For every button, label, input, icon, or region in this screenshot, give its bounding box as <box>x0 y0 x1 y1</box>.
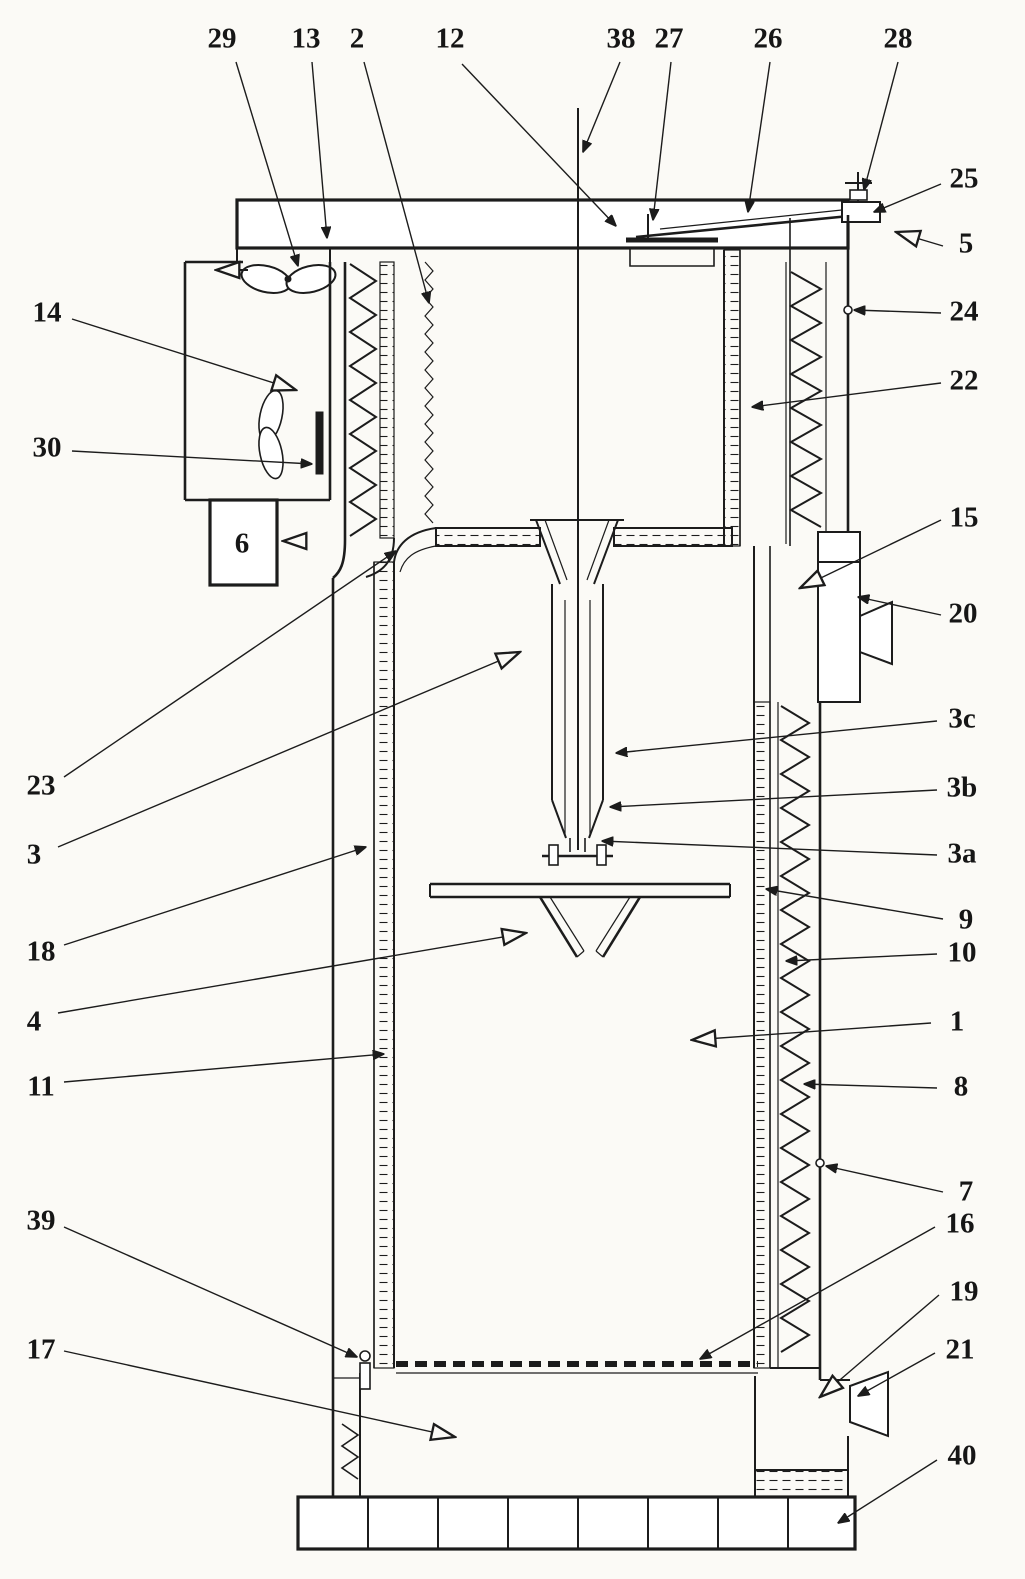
leader-29 <box>235 61 298 266</box>
air-duct <box>183 248 332 502</box>
leader-3 <box>57 652 520 848</box>
leader-lines <box>57 61 944 1523</box>
port-7 <box>815 1158 825 1168</box>
side-duct-20 <box>817 561 861 703</box>
adjuster-screw-28 <box>845 172 872 202</box>
leader-5 <box>896 232 944 246</box>
damper-lever-26 <box>626 201 881 546</box>
leader-11 <box>63 1054 384 1083</box>
apparatus-structure <box>183 108 893 1551</box>
mesh-screen-2 <box>424 261 434 524</box>
leader-2 <box>363 61 429 303</box>
heating-coil-upper-left <box>348 263 378 537</box>
leader-25 <box>874 183 942 212</box>
footing-right-19 <box>754 1469 849 1498</box>
heating-coil-bottom-left <box>340 1423 360 1480</box>
duct-fan-14 <box>258 389 284 480</box>
leader-39 <box>63 1226 357 1357</box>
wall-lining-left-lower <box>373 561 395 1369</box>
distributor-cone-4 <box>538 896 642 958</box>
leader-17 <box>63 1350 455 1437</box>
leader-18 <box>63 847 366 946</box>
feed-funnel <box>530 519 624 585</box>
leader-10 <box>786 953 938 961</box>
leader-12 <box>461 63 616 226</box>
damper-plate-30 <box>315 411 324 475</box>
leader-21 <box>858 1352 936 1396</box>
leader-3a <box>602 841 938 856</box>
leader-27 <box>653 61 672 220</box>
leader-38 <box>583 61 621 152</box>
burner-horn-upper <box>859 600 893 666</box>
leader-40 <box>838 1459 938 1523</box>
leader-1 <box>692 1022 932 1040</box>
leader-15 <box>800 519 942 588</box>
cover-recess <box>629 248 715 267</box>
lance-tube-3c <box>551 584 604 852</box>
leader-4 <box>57 933 526 1014</box>
leader-20 <box>858 597 942 616</box>
leader-26 <box>748 61 771 212</box>
leader-16 <box>700 1226 936 1359</box>
leader-9 <box>766 889 944 920</box>
spreader-plate-9 <box>429 882 731 899</box>
wall-lining-right-upper <box>723 249 741 547</box>
unit-box-6 <box>208 498 279 587</box>
chamber-floor-right <box>613 527 733 547</box>
leader-7 <box>826 1166 944 1193</box>
leader-30 <box>71 450 312 464</box>
port-24 <box>843 305 853 315</box>
burner-horn-lower-21 <box>849 1370 889 1438</box>
fan-29 <box>240 264 337 294</box>
leader-28 <box>864 61 899 190</box>
wall-lining-left-upper <box>379 261 395 539</box>
leader-13 <box>311 61 327 238</box>
leader-3b <box>610 789 938 807</box>
leader-24 <box>854 310 942 313</box>
chamber-floor-left <box>435 527 541 547</box>
leader-23 <box>63 551 396 778</box>
heating-coil-lower-right-8 <box>779 705 811 1353</box>
flange-15 <box>817 531 861 563</box>
leader-19 <box>820 1294 940 1397</box>
leader-22 <box>752 382 942 407</box>
base-bricks-40 <box>296 1495 857 1551</box>
leader-14 <box>71 318 296 390</box>
ash-chamber-17 <box>333 1373 756 1497</box>
leader-8 <box>804 1084 938 1088</box>
leader-3c <box>616 720 938 753</box>
igniter-39 <box>359 1350 371 1390</box>
